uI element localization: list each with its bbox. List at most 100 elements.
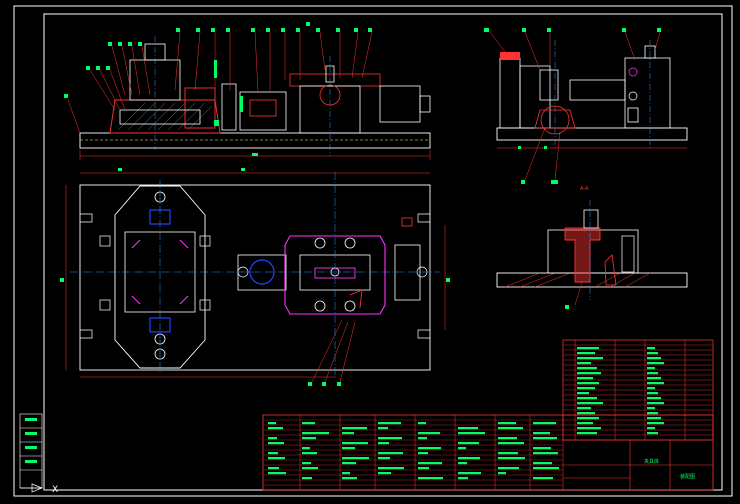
parts-list-cell-text [577, 432, 597, 435]
title-block-cell-text [342, 477, 357, 480]
title-block-cell-text [533, 437, 557, 440]
title-block-cell-text [418, 467, 429, 470]
title-block-cell-text [342, 472, 350, 475]
parts-list-cell-text [647, 352, 658, 355]
top-view-leaders [311, 319, 356, 383]
margin-strip [19, 413, 43, 489]
parts-list-cell-text [577, 392, 589, 395]
top-view-balloons [60, 168, 450, 386]
title-block-cell-text [378, 442, 389, 445]
parts-list-cell-text [647, 362, 664, 365]
title-block-cell-text [378, 457, 390, 460]
parts-list-cell-text [647, 382, 664, 385]
parts-list-cell-text [647, 422, 664, 425]
parts-list-cell-text [647, 377, 661, 380]
title-block-cell-text [302, 437, 316, 440]
title-block-cell-text [533, 432, 550, 435]
parts-list-cell-text [577, 367, 597, 370]
parts-list-cell-text [577, 397, 597, 400]
section-label: A-A [580, 186, 589, 192]
parts-list-cell-text [577, 422, 593, 425]
title-block-cell-text [498, 472, 506, 475]
title-block-cell-text [418, 422, 426, 425]
front-view-leaders [89, 31, 373, 111]
title-block-cell-text [418, 432, 440, 435]
title-block-cell-text [268, 442, 284, 445]
title-block-cell-text [342, 462, 356, 465]
title-block-cell-text [268, 437, 277, 440]
section-view [496, 200, 688, 306]
title-block-cell-text [533, 477, 553, 480]
parts-list-cell-text [577, 427, 601, 430]
title-block-cell-text [418, 437, 427, 440]
parts-list-cell-text [647, 432, 658, 435]
parts-list-cell-text [647, 392, 658, 395]
title-block-cell-text [268, 427, 283, 430]
title-block-cell-text [498, 442, 524, 445]
parts-list-cell-text [577, 417, 599, 420]
title-block-cell-text [378, 452, 403, 455]
title-block-cell-text [268, 467, 279, 470]
title-block-cell-text [418, 452, 428, 455]
title-block-cell-text [268, 457, 285, 460]
title-block-cell-text [458, 477, 468, 480]
parts-list-cell-text [647, 417, 661, 420]
parts-list-cell-text [647, 402, 664, 405]
title-block-cell-text [378, 427, 388, 430]
top-view [65, 172, 446, 380]
parts-list-cell-text [577, 387, 595, 390]
title-block-cell-text [302, 467, 318, 470]
title-block-cell-text [458, 442, 479, 445]
title-block-cell-text [302, 422, 315, 425]
side-view-balloons [484, 28, 661, 184]
side-view-leaders [489, 31, 661, 181]
title-block [262, 414, 714, 491]
parts-list-cell-text [577, 382, 599, 385]
title-block-cell-text [533, 447, 551, 450]
parts-list-cell-text [647, 427, 655, 430]
parts-list-cell-text [577, 377, 593, 380]
parts-list-cell-text [647, 372, 658, 375]
title-block-cell-text [458, 472, 481, 475]
title-block-cell-text [458, 432, 485, 435]
title-block-cell-text [498, 452, 518, 455]
front-view [67, 36, 431, 160]
parts-list-cell-text [647, 397, 661, 400]
parts-list-cell-text [647, 367, 655, 370]
title-block-cell-text [418, 447, 441, 450]
title-block-cell-text [378, 437, 402, 440]
title-block-cell-text [498, 457, 525, 460]
parts-list-cell-text [647, 387, 655, 390]
title-block-cell-text [498, 467, 519, 470]
parts-list [562, 339, 714, 441]
section-balloon [565, 305, 569, 309]
title-block-cell-text [342, 442, 368, 445]
ucs-x-label: X [52, 485, 58, 495]
title-block-cell-text [268, 472, 286, 475]
title-block-cell-text [268, 452, 278, 455]
parts-list-cell-text [577, 347, 599, 350]
title-block-cell-text [498, 422, 516, 425]
title-block-cell-text [342, 432, 354, 435]
parts-list-cell-text [647, 412, 658, 415]
title-block-cell-text [458, 457, 480, 460]
title-block-cell-text [302, 447, 310, 450]
title-block-cell-text [533, 422, 556, 425]
parts-list-cell-text [577, 412, 595, 415]
title-block-cell-text [533, 467, 559, 470]
inner-frame [43, 13, 723, 491]
parts-list-cell-text [577, 372, 601, 375]
title-block-cell-text [302, 462, 311, 465]
parts-list-cell-text [647, 347, 655, 350]
title-block-cell-text [302, 452, 317, 455]
title-block-cell-text [458, 447, 466, 450]
parts-list-cell-text [577, 402, 603, 405]
title-block-cell-text [498, 427, 523, 430]
title-block-title: 夹具体 [644, 458, 659, 465]
side-view [496, 40, 688, 150]
title-block-cell-text [458, 462, 467, 465]
parts-list-cell-text [577, 407, 591, 410]
margin-strip-text [25, 418, 37, 463]
title-block-cell-text [498, 437, 517, 440]
